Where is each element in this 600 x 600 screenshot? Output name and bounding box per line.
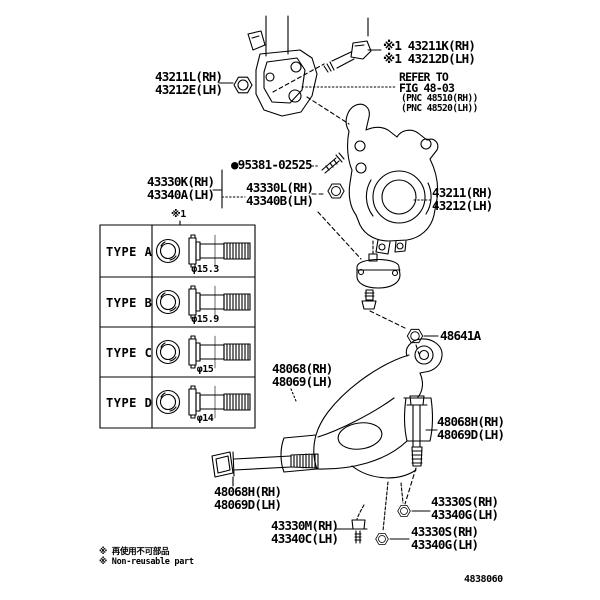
arm-nut-lower-icon xyxy=(375,533,389,545)
part-number: ※1 43212D(LH) xyxy=(383,50,476,66)
part-number: ●95381-02525 xyxy=(231,157,313,172)
strut-bolt-drawing xyxy=(323,40,372,73)
part-number: 48069D(LH) xyxy=(437,426,505,442)
legend-jp: ※ 再使用不可部品 xyxy=(99,547,170,557)
refer-pnc-note: (PNC 48510(RH)) (PNC 48520(LH)) xyxy=(401,94,478,114)
callout-ball-joint: 43330L(RH) 43340B(LH) xyxy=(246,180,314,208)
table-diameter-c: φ15 xyxy=(196,364,214,375)
arm-nut-upper-icon xyxy=(397,505,411,517)
part-number: 48641A xyxy=(440,328,481,343)
callout-grease-fitting: ●95381-02525 xyxy=(231,157,313,172)
table-diameter-b: φ15.9 xyxy=(191,314,219,325)
callout-arm-nut-lower: 43330S(RH) 43340G(LH) xyxy=(411,524,479,552)
figure-code: 4838060 xyxy=(464,574,503,585)
table-reference-mark: ※1 xyxy=(171,209,186,220)
part-number: 48069(LH) xyxy=(272,373,333,389)
grease-fitting-icon xyxy=(321,152,345,174)
part-number: 43212(LH) xyxy=(432,197,493,213)
part-number: 43340A(LH) xyxy=(147,186,215,202)
callout-strut-bolt: ※1 43211K(RH) ※1 43212D(LH) xyxy=(383,38,476,66)
leader-line-dashed xyxy=(404,467,417,505)
table-type-b-label: TYPE B xyxy=(106,296,153,310)
part-number: 48068(RH) xyxy=(272,361,333,376)
ball-joint-nut-icon xyxy=(327,183,345,199)
callout-arm-nut-upper: 43330S(RH) 43340G(LH) xyxy=(431,494,499,522)
callout-lower-arm: 48068(RH) 48069(LH) xyxy=(272,361,333,389)
part-number: 43330K(RH) xyxy=(147,174,215,189)
refer-note: REFER TO FIG 48-03 xyxy=(399,70,455,95)
callout-ball-joint-assy: 43330K(RH) 43340A(LH) xyxy=(147,174,215,202)
part-number: 43330M(RH) xyxy=(271,518,339,533)
strut-drawing xyxy=(247,15,369,117)
part-number: 43340B(LH) xyxy=(246,192,314,208)
part-number: 48069D(LH) xyxy=(214,496,282,512)
table-type-c-label: TYPE C xyxy=(106,346,153,360)
part-number: ※1 43211K(RH) xyxy=(383,38,476,53)
strut-nut-icon xyxy=(233,76,253,94)
refer-line: FIG 48-03 xyxy=(399,80,455,95)
part-number: 43212E(LH) xyxy=(155,81,223,97)
stabilizer-bolt-icon xyxy=(349,519,368,544)
part-number: 48068H(RH) xyxy=(437,414,505,429)
part-number: 43340C(LH) xyxy=(271,530,339,546)
callout-ball-joint-nut: 48641A xyxy=(440,328,481,343)
part-number: 43211(RH) xyxy=(432,185,493,200)
part-number: 43340G(LH) xyxy=(411,536,479,552)
pnc-line: (PNC 48510(RH)) xyxy=(401,93,478,104)
part-number: 43330S(RH) xyxy=(431,494,499,509)
pnc-line: (PNC 48520(LH)) xyxy=(401,103,478,114)
table-bolt-type-a xyxy=(155,234,251,268)
callout-arm-bolt-rear: 48068H(RH) 48069D(LH) xyxy=(437,414,505,442)
ball-joint-drawing xyxy=(356,240,401,310)
leader-line-dashed xyxy=(272,63,350,125)
part-number: 43330S(RH) xyxy=(411,524,479,539)
callout-arm-bolt-front: 48068H(RH) 48069D(LH) xyxy=(214,484,282,512)
leader-line-dotted xyxy=(290,388,297,402)
lower-arm-drawing xyxy=(280,338,443,479)
callout-stabilizer-bolt: 43330M(RH) 43340C(LH) xyxy=(271,518,339,546)
table-diameter-d: φ14 xyxy=(196,413,214,424)
table-type-a-label: TYPE A xyxy=(106,245,153,259)
leader-line xyxy=(212,169,223,209)
steering-knuckle-drawing xyxy=(345,103,439,255)
callout-knuckle: 43211(RH) 43212(LH) xyxy=(432,185,493,213)
part-number: 43330L(RH) xyxy=(246,180,314,195)
leader-line-dashed xyxy=(369,310,420,355)
refer-line: REFER TO xyxy=(399,70,449,84)
bolt-spec-table-grid xyxy=(99,220,256,429)
callout-strut-nut: 43211L(RH) 43212E(LH) xyxy=(155,69,223,97)
arm-rear-bolt-drawing xyxy=(406,395,428,467)
arm-front-bolt-drawing xyxy=(211,451,319,478)
part-number: 43340G(LH) xyxy=(431,506,499,522)
part-number: 43211L(RH) xyxy=(155,69,223,84)
leader-line-dashed xyxy=(356,481,404,532)
leader-line-dashed xyxy=(311,193,362,260)
table-type-d-label: TYPE D xyxy=(106,396,153,410)
non-reusable-legend: ※ 再使用不可部品 ※ Non-reusable part xyxy=(99,547,194,567)
table-diameter-a: φ15.3 xyxy=(191,264,219,275)
part-number: 48068H(RH) xyxy=(214,484,282,499)
legend-en: ※ Non-reusable part xyxy=(99,557,194,567)
